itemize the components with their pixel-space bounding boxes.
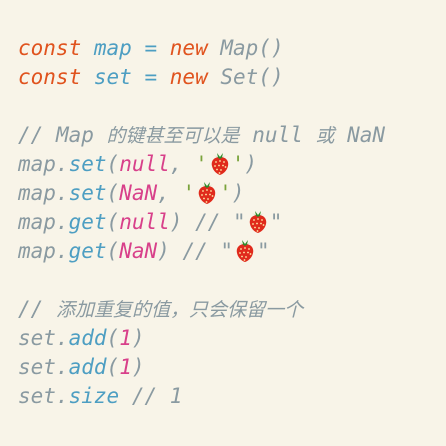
paren-close: ) <box>131 355 145 379</box>
literal-nan: NaN <box>119 181 158 205</box>
operator-assign: = <box>144 65 158 89</box>
code-line-set-add-2: set.add(1) <box>18 353 438 382</box>
class-set: Set <box>220 65 259 89</box>
comment-slashes: // <box>18 297 44 321</box>
paren-close: ) <box>131 326 145 350</box>
keyword-const: const <box>18 65 82 89</box>
strawberry-icon <box>209 152 231 176</box>
comment-slashes: // <box>195 210 221 234</box>
code-line-map-get-null: map.get(null) // " " <box>18 208 438 237</box>
comment-word-nan: NaN <box>347 123 386 147</box>
paren-close: ) <box>157 239 170 263</box>
dot: . <box>55 210 69 234</box>
method-get: get <box>68 239 107 263</box>
quote-close: " <box>269 210 283 234</box>
comment-slashes: // <box>131 384 158 408</box>
method-add: add <box>68 326 107 350</box>
keyword-new: new <box>169 36 208 60</box>
code-line-set-size: set.size // 1 <box>18 382 438 411</box>
paren-close: ) <box>244 152 258 176</box>
code-line-set-add-1: set.add(1) <box>18 324 438 353</box>
paren-open: ( <box>106 152 120 176</box>
keyword-const: const <box>18 36 82 60</box>
object-map: map <box>18 239 56 263</box>
code-line-map-set-nan: map.set(NaN, ' ') <box>18 179 438 208</box>
number-1: 1 <box>119 355 132 379</box>
object-map: map <box>18 152 56 176</box>
method-set: set <box>68 152 107 176</box>
comment-slashes: // <box>18 123 44 147</box>
keyword-new: new <box>169 65 208 89</box>
comma: , <box>157 181 170 205</box>
blank-line <box>18 266 438 295</box>
literal-nan: NaN <box>119 239 158 263</box>
variable-set: set <box>93 65 132 89</box>
code-line-const-map: const map = new Map() <box>18 34 438 63</box>
object-map: map <box>18 210 56 234</box>
quote-open: " <box>233 210 246 234</box>
quote-open: " <box>220 239 234 263</box>
paren-close: ) <box>231 181 245 205</box>
code-line-map-get-nan: map.get(NaN) // " " <box>18 237 438 266</box>
dot: . <box>55 326 69 350</box>
quote-open: ' <box>195 152 208 176</box>
parens: () <box>258 36 284 60</box>
method-add: add <box>68 355 107 379</box>
quote-open: ' <box>182 181 196 205</box>
comment-text-cn: 的键甚至可以是 <box>106 125 240 147</box>
code-line-const-set: const set = new Set() <box>18 63 438 92</box>
dot: . <box>55 355 69 379</box>
dot: . <box>55 181 69 205</box>
quote-close: ' <box>231 152 245 176</box>
paren-open: ( <box>106 210 120 234</box>
operator-assign: = <box>144 36 158 60</box>
strawberry-icon <box>234 239 256 263</box>
variable-map: map <box>93 36 132 60</box>
comment-dedupe: // 添加重复的值，只会保留一个 <box>18 295 438 324</box>
quote-close: ' <box>219 181 232 205</box>
paren-open: ( <box>106 355 120 379</box>
number-1: 1 <box>119 326 132 350</box>
dot: . <box>55 384 69 408</box>
quote-close: " <box>257 239 270 263</box>
code-line-map-set-null: map.set(null, ' ') <box>18 150 438 179</box>
dot: . <box>55 152 69 176</box>
paren-close: ) <box>169 210 183 234</box>
comment-text-cn: 添加重复的值，只会保留一个 <box>55 299 303 321</box>
literal-null: null <box>119 152 170 176</box>
parens: () <box>258 65 284 89</box>
blank-line <box>18 92 438 121</box>
method-get: get <box>68 210 107 234</box>
paren-open: ( <box>106 239 120 263</box>
method-set: set <box>68 181 107 205</box>
paren-open: ( <box>106 181 120 205</box>
class-map: Map <box>220 36 259 60</box>
comment-text-or: 或 <box>315 125 335 147</box>
property-size: size <box>68 384 120 408</box>
dot: . <box>55 239 69 263</box>
code-block: const map = new Map() const set = new Se… <box>18 34 438 411</box>
strawberry-icon <box>247 210 269 234</box>
object-set: set <box>18 355 56 379</box>
literal-null: null <box>119 210 170 234</box>
object-set: set <box>18 384 56 408</box>
comment-word-map: Map <box>55 123 94 147</box>
comment-slashes: // <box>182 239 208 263</box>
comment-word-null: null <box>252 123 303 147</box>
comment-result: 1 <box>169 384 183 408</box>
strawberry-icon <box>196 181 218 205</box>
comma: , <box>169 152 183 176</box>
comment-map-keys: // Map 的键甚至可以是 null 或 NaN <box>18 121 438 150</box>
object-map: map <box>18 181 56 205</box>
object-set: set <box>18 326 56 350</box>
paren-open: ( <box>106 326 120 350</box>
